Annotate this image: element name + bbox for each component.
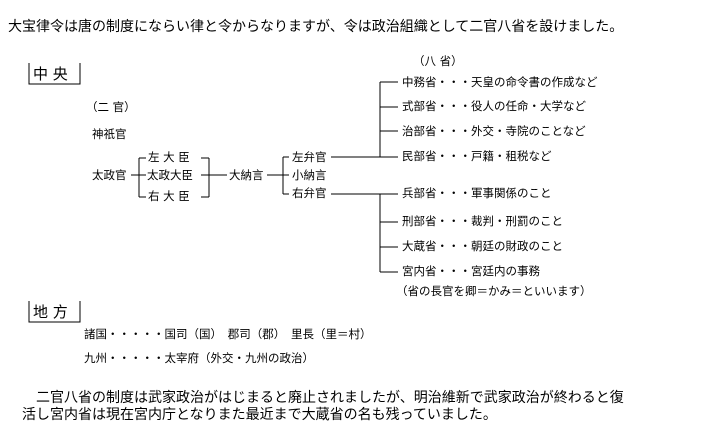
minister-chancellor: 太政大臣 (147, 168, 193, 182)
ministry-item: 治部省・・・外交・寺院のことなど (402, 124, 586, 138)
intro-text: 大宝律令は唐の制度にならい律と令からなりますが、令は政治組織として二官八省を設け… (8, 19, 624, 35)
ministry-item: 宮内省・・・宮廷内の事務 (402, 264, 540, 278)
ministry-item: 中務省・・・天皇の命令書の作成など (402, 75, 598, 89)
benkan-left: 左弁官 (292, 150, 327, 164)
minister-right: 右 大 臣 (148, 189, 190, 203)
section-label-local: 地 方 (33, 303, 68, 321)
ministry-item: 刑部省・・・裁判・刑罰のこと (402, 214, 563, 228)
ministry-note: （省の長官を卿＝かみ＝といいます） (396, 284, 592, 298)
hassho-label: （八 省） (413, 54, 463, 68)
ministry-item: 兵部省・・・軍事関係のこと (402, 186, 552, 200)
minister-left: 左 大 臣 (148, 150, 190, 164)
closing-line-2: 活し宮内省は現在宮内庁となりまた最近まで大蔵省の名も残っていました。 (22, 407, 497, 423)
nikan-label: （二 官） (86, 100, 136, 114)
shonagon: 小納言 (292, 168, 327, 182)
benkan-right: 右弁官 (292, 186, 327, 200)
dainagon: 大納言 (229, 168, 264, 182)
ministry-item: 民部省・・・戸籍・租税など (402, 149, 552, 163)
ministry-item: 式部省・・・役人の任命・大学など (402, 99, 586, 113)
section-label-central: 中 央 (33, 65, 68, 83)
local-line-provinces: 諸国・・・・・国司（国） 郡司（郡） 里長（里＝村） (84, 327, 372, 341)
dajokan: 太政官 (92, 168, 127, 182)
local-line-kyushu: 九州・・・・・太宰府（外交・九州の政治） (84, 351, 314, 365)
ministry-item: 大蔵省・・・朝廷の財政のこと (402, 239, 563, 253)
closing-line-1: 二官八省の制度は武家政治がはじまると廃止されましたが、明治維新で武家政治が終わる… (22, 390, 624, 406)
jingikan: 神祇官 (92, 127, 127, 141)
